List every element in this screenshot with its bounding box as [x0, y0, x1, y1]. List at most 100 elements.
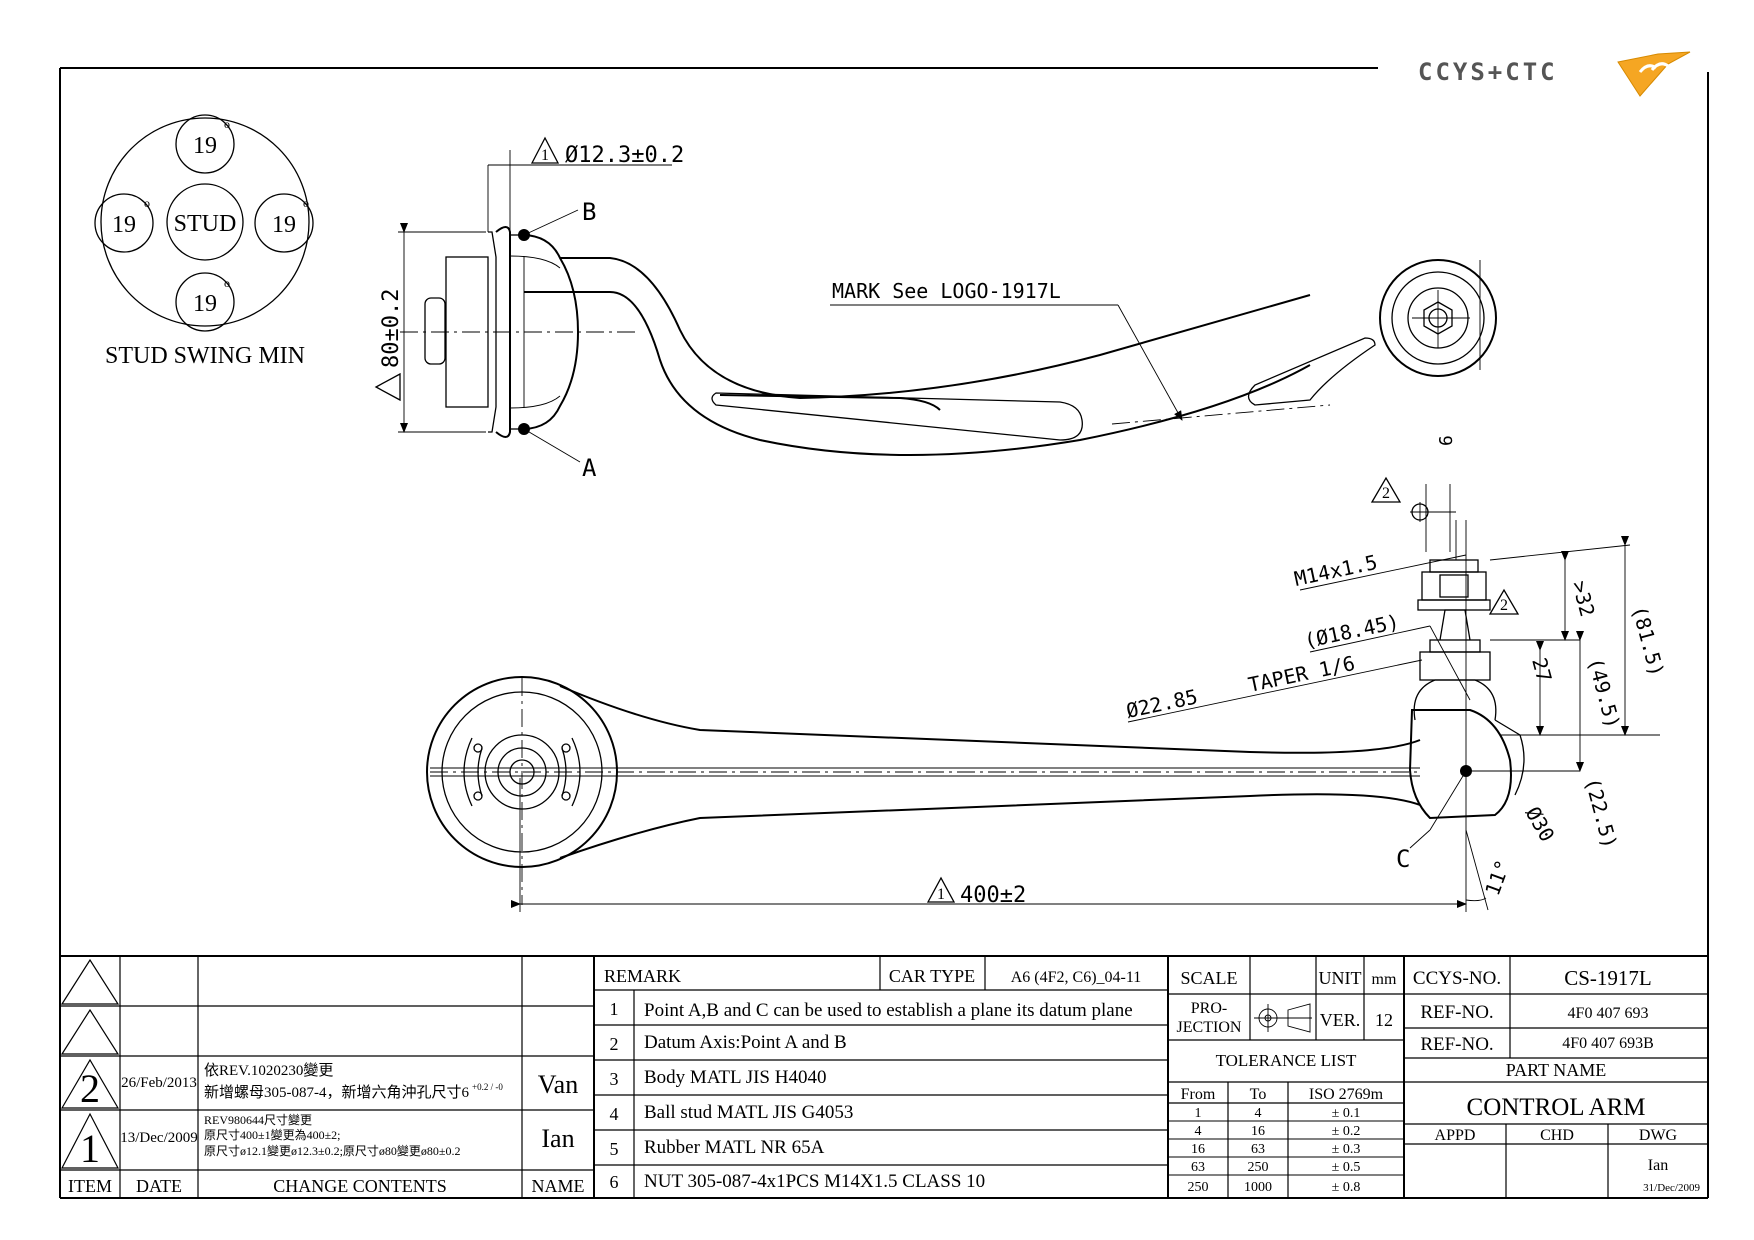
rev-header-change: CHANGE CONTENTS — [273, 1176, 447, 1196]
label-b: B — [582, 198, 596, 226]
ref-no-1: 4F0 407 693 — [1568, 1005, 1649, 1022]
tol-row-4-from: 63 — [1191, 1160, 1205, 1175]
svg-text:o: o — [224, 117, 230, 131]
taper-dia: Ø22.85 — [1124, 684, 1200, 722]
tol-row-3-from: 16 — [1191, 1142, 1205, 1157]
remark-text-3: Body MATL JIS H4040 — [644, 1067, 826, 1088]
remark-text-5: Rubber MATL NR 65A — [644, 1137, 825, 1158]
car-type-value: A6 (4F2, C6)_04-11 — [1011, 969, 1142, 986]
swing-value-bottom: 19 — [193, 291, 217, 317]
tol-header-to: To — [1250, 1086, 1267, 1103]
tol-row-4-iso: ± 0.5 — [1332, 1160, 1361, 1175]
tol-row-3-iso: ± 0.3 — [1332, 1142, 1361, 1157]
tol-row-5-iso: ± 0.8 — [1332, 1180, 1361, 1195]
rev-date-2: 26/Feb/2013 — [121, 1075, 197, 1091]
taper-ratio: TAPER 1/6 — [1246, 651, 1357, 697]
rev-change-2-tol: +0.2 / -0 — [472, 1082, 503, 1092]
dim-height: 80±0.2 — [379, 289, 404, 368]
remark-no-4: 4 — [610, 1104, 619, 1124]
bore-flag: 1 — [541, 147, 549, 164]
projection-l1: PRO- — [1191, 1000, 1227, 1017]
remark-text-6: NUT 305-087-4x1PCS M14X1.5 CLASS 10 — [644, 1171, 985, 1192]
svg-text:o: o — [144, 196, 150, 210]
car-type-label: CAR TYPE — [889, 966, 975, 986]
dim-27: 27 — [1527, 655, 1556, 684]
dim-length: 400±2 — [960, 883, 1026, 908]
tol-row-2-iso: ± 0.2 — [1332, 1124, 1361, 1139]
rev-change-2-l2: 新增螺母305-087-4，新增六角沖孔尺寸6 — [204, 1084, 469, 1101]
tol-header-from: From — [1181, 1086, 1216, 1103]
svg-text:o: o — [224, 276, 230, 290]
rev-header-item: ITEM — [68, 1176, 112, 1196]
dim-32: >32 — [1567, 578, 1600, 619]
remark-header: REMARK — [604, 966, 681, 986]
tol-row-1-from: 1 — [1195, 1106, 1202, 1121]
dim-18: (Ø18.45) — [1302, 609, 1401, 653]
side-view: C 1 400±2 11° >32 27 (81.5) (49.5) (22.5… — [426, 435, 1669, 912]
ref-no-label-1: REF-NO. — [1420, 1002, 1493, 1023]
drawing-border — [59, 67, 1709, 1199]
flag-2a: 2 — [1382, 485, 1390, 502]
tol-row-2-from: 4 — [1195, 1124, 1202, 1139]
appd-label: APPD — [1435, 1127, 1476, 1144]
dim-30: Ø30 — [1521, 803, 1560, 846]
rev-change-2-l1: 依REV.1020230變更 — [204, 1062, 333, 1079]
mark-note: MARK See LOGO-1917L — [832, 279, 1061, 303]
stud-swing-diagram: 19 19 19 19 STUD o o o o STUD SWING MIN — [94, 114, 314, 369]
dim-bore: Ø12.3±0.2 — [565, 143, 684, 168]
tol-header-iso: ISO 2769m — [1309, 1086, 1384, 1103]
unit-label: UNIT — [1319, 968, 1362, 988]
swing-value-right: 19 — [272, 212, 296, 238]
ver-value: 12 — [1375, 1010, 1393, 1030]
rev-name-2: Van — [538, 1070, 578, 1099]
top-view: B A 1 Ø12.3±0.2 80±0.2 MARK See LOGO-191… — [374, 136, 1497, 482]
rev-name-1: Ian — [541, 1124, 574, 1153]
rev-header-date: DATE — [136, 1176, 182, 1196]
rev-header-name: NAME — [532, 1176, 585, 1196]
label-c: C — [1396, 845, 1410, 873]
rev-change-1-l2: 原尺寸400±1變更為400±2; — [204, 1127, 341, 1142]
swing-center-label: STUD — [174, 211, 237, 237]
part-name-label: PART NAME — [1506, 1060, 1606, 1080]
svg-text:o: o — [303, 196, 309, 210]
scale-label: SCALE — [1180, 968, 1237, 988]
ccys-no-value: CS-1917L — [1564, 966, 1652, 990]
dwg-name: Ian — [1648, 1157, 1668, 1174]
company-logo: CCYS+CTC — [1418, 51, 1691, 97]
rev-flag-2: 2 — [80, 1066, 100, 1111]
unit-value: mm — [1372, 971, 1397, 988]
projection-l2: JECTION — [1177, 1019, 1242, 1036]
thread-spec: M14x1.5 — [1292, 550, 1379, 591]
tol-row-1-iso: ± 0.1 — [1332, 1106, 1361, 1121]
swing-value-top: 19 — [193, 133, 217, 159]
tol-row-2-to: 16 — [1251, 1124, 1265, 1139]
chd-label: CHD — [1540, 1127, 1574, 1144]
stud-swing-caption: STUD SWING MIN — [105, 343, 305, 369]
dwg-label: DWG — [1639, 1127, 1678, 1144]
dim-angle: 11° — [1480, 857, 1515, 899]
projection-symbol-icon — [1254, 1003, 1312, 1033]
rev-change-1-l3: 原尺寸ø12.1變更ø12.3±0.2;原尺寸ø80變更ø80±0.2 — [204, 1143, 461, 1158]
length-flag: 1 — [937, 886, 945, 903]
tolerance-table: 1 4 ± 0.1 4 16 ± 0.2 16 63 ± 0.3 63 250 … — [1188, 1106, 1361, 1195]
remark-text-4: Ball stud MATL JIS G4053 — [644, 1102, 853, 1123]
dwg-date: 31/Dec/2009 — [1643, 1182, 1700, 1194]
dim-hex: 6 — [1436, 435, 1457, 446]
part-name: CONTROL ARM — [1467, 1094, 1646, 1121]
tol-row-3-to: 63 — [1251, 1142, 1265, 1157]
tolerance-title: TOLERANCE LIST — [1216, 1051, 1357, 1070]
rev-date-1: 13/Dec/2009 — [120, 1130, 197, 1146]
ver-label: VER. — [1320, 1010, 1361, 1030]
tol-row-4-to: 250 — [1248, 1160, 1269, 1175]
flag-2b: 2 — [1500, 597, 1508, 614]
logo-text: CCYS+CTC — [1418, 58, 1558, 86]
rev-flag-1: 1 — [80, 1126, 100, 1171]
remark-no-5: 5 — [610, 1139, 619, 1159]
remark-no-6: 6 — [610, 1172, 619, 1192]
remark-text-1: Point A,B and C can be used to establish… — [644, 1000, 1133, 1021]
ref-no-label-2: REF-NO. — [1420, 1034, 1493, 1055]
remark-list: 1 Point A,B and C can be used to establi… — [610, 999, 1133, 1192]
rev-change-1-l1: REV980644尺寸變更 — [204, 1112, 312, 1127]
tol-row-5-to: 1000 — [1244, 1180, 1272, 1195]
title-block: 2 1 26/Feb/2013 13/Dec/2009 依REV.1020230… — [60, 955, 1708, 1198]
